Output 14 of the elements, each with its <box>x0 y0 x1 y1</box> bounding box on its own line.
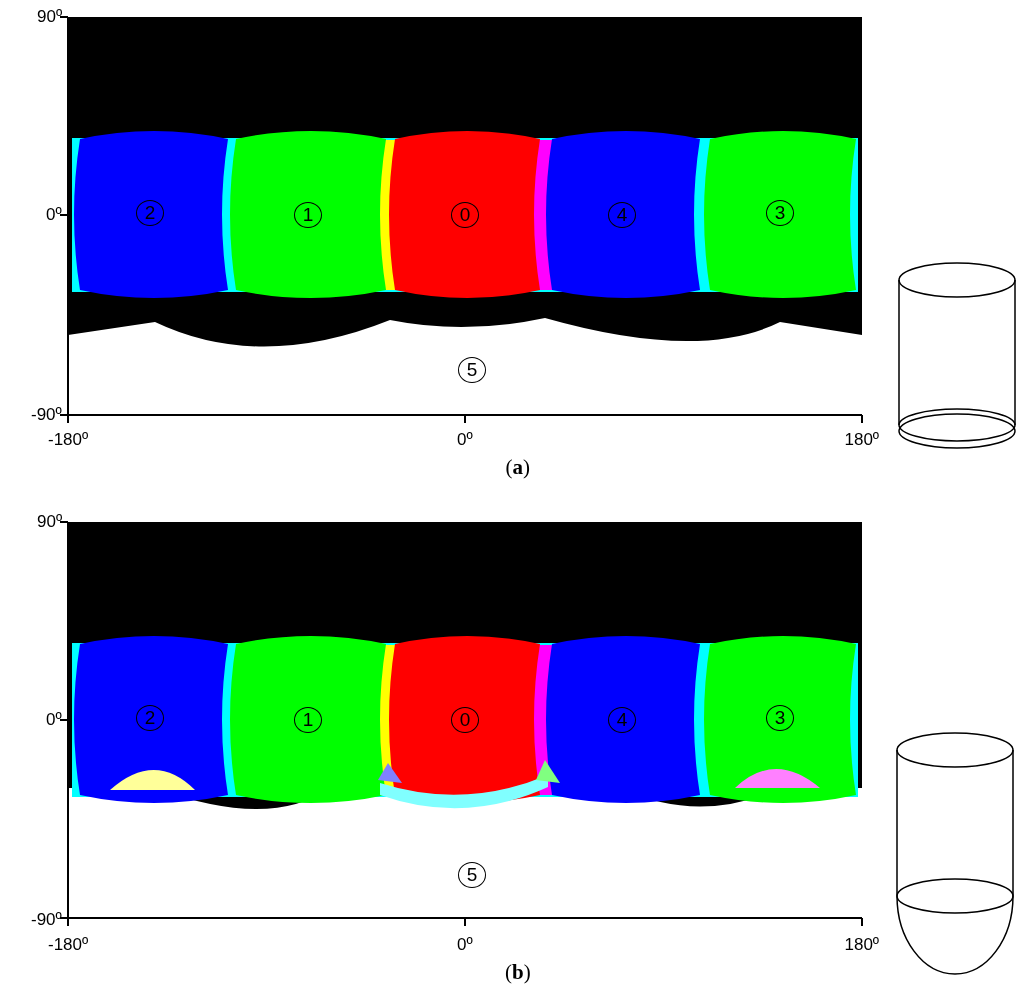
longitude-tick-label: 0º <box>457 430 473 450</box>
latitude-tick-label: -90º <box>31 910 62 930</box>
longitude-tick-label: 180º <box>844 935 880 955</box>
latitude-tick-label: 90º <box>37 512 63 532</box>
longitude-tick-label: 180º <box>844 430 880 450</box>
longitude-tick-label: 0º <box>457 935 473 955</box>
longitude-tick-label: -180º <box>48 430 89 450</box>
latitude-tick-label: 0º <box>46 710 62 730</box>
latitude-tick-label: 0º <box>46 205 62 225</box>
panel-caption: (a) <box>505 454 530 480</box>
latitude-tick-label: -90º <box>31 405 62 425</box>
latitude-tick-label: 90º <box>37 7 63 27</box>
longitude-tick-label: -180º <box>48 935 89 955</box>
panel-caption: (b) <box>505 959 531 985</box>
